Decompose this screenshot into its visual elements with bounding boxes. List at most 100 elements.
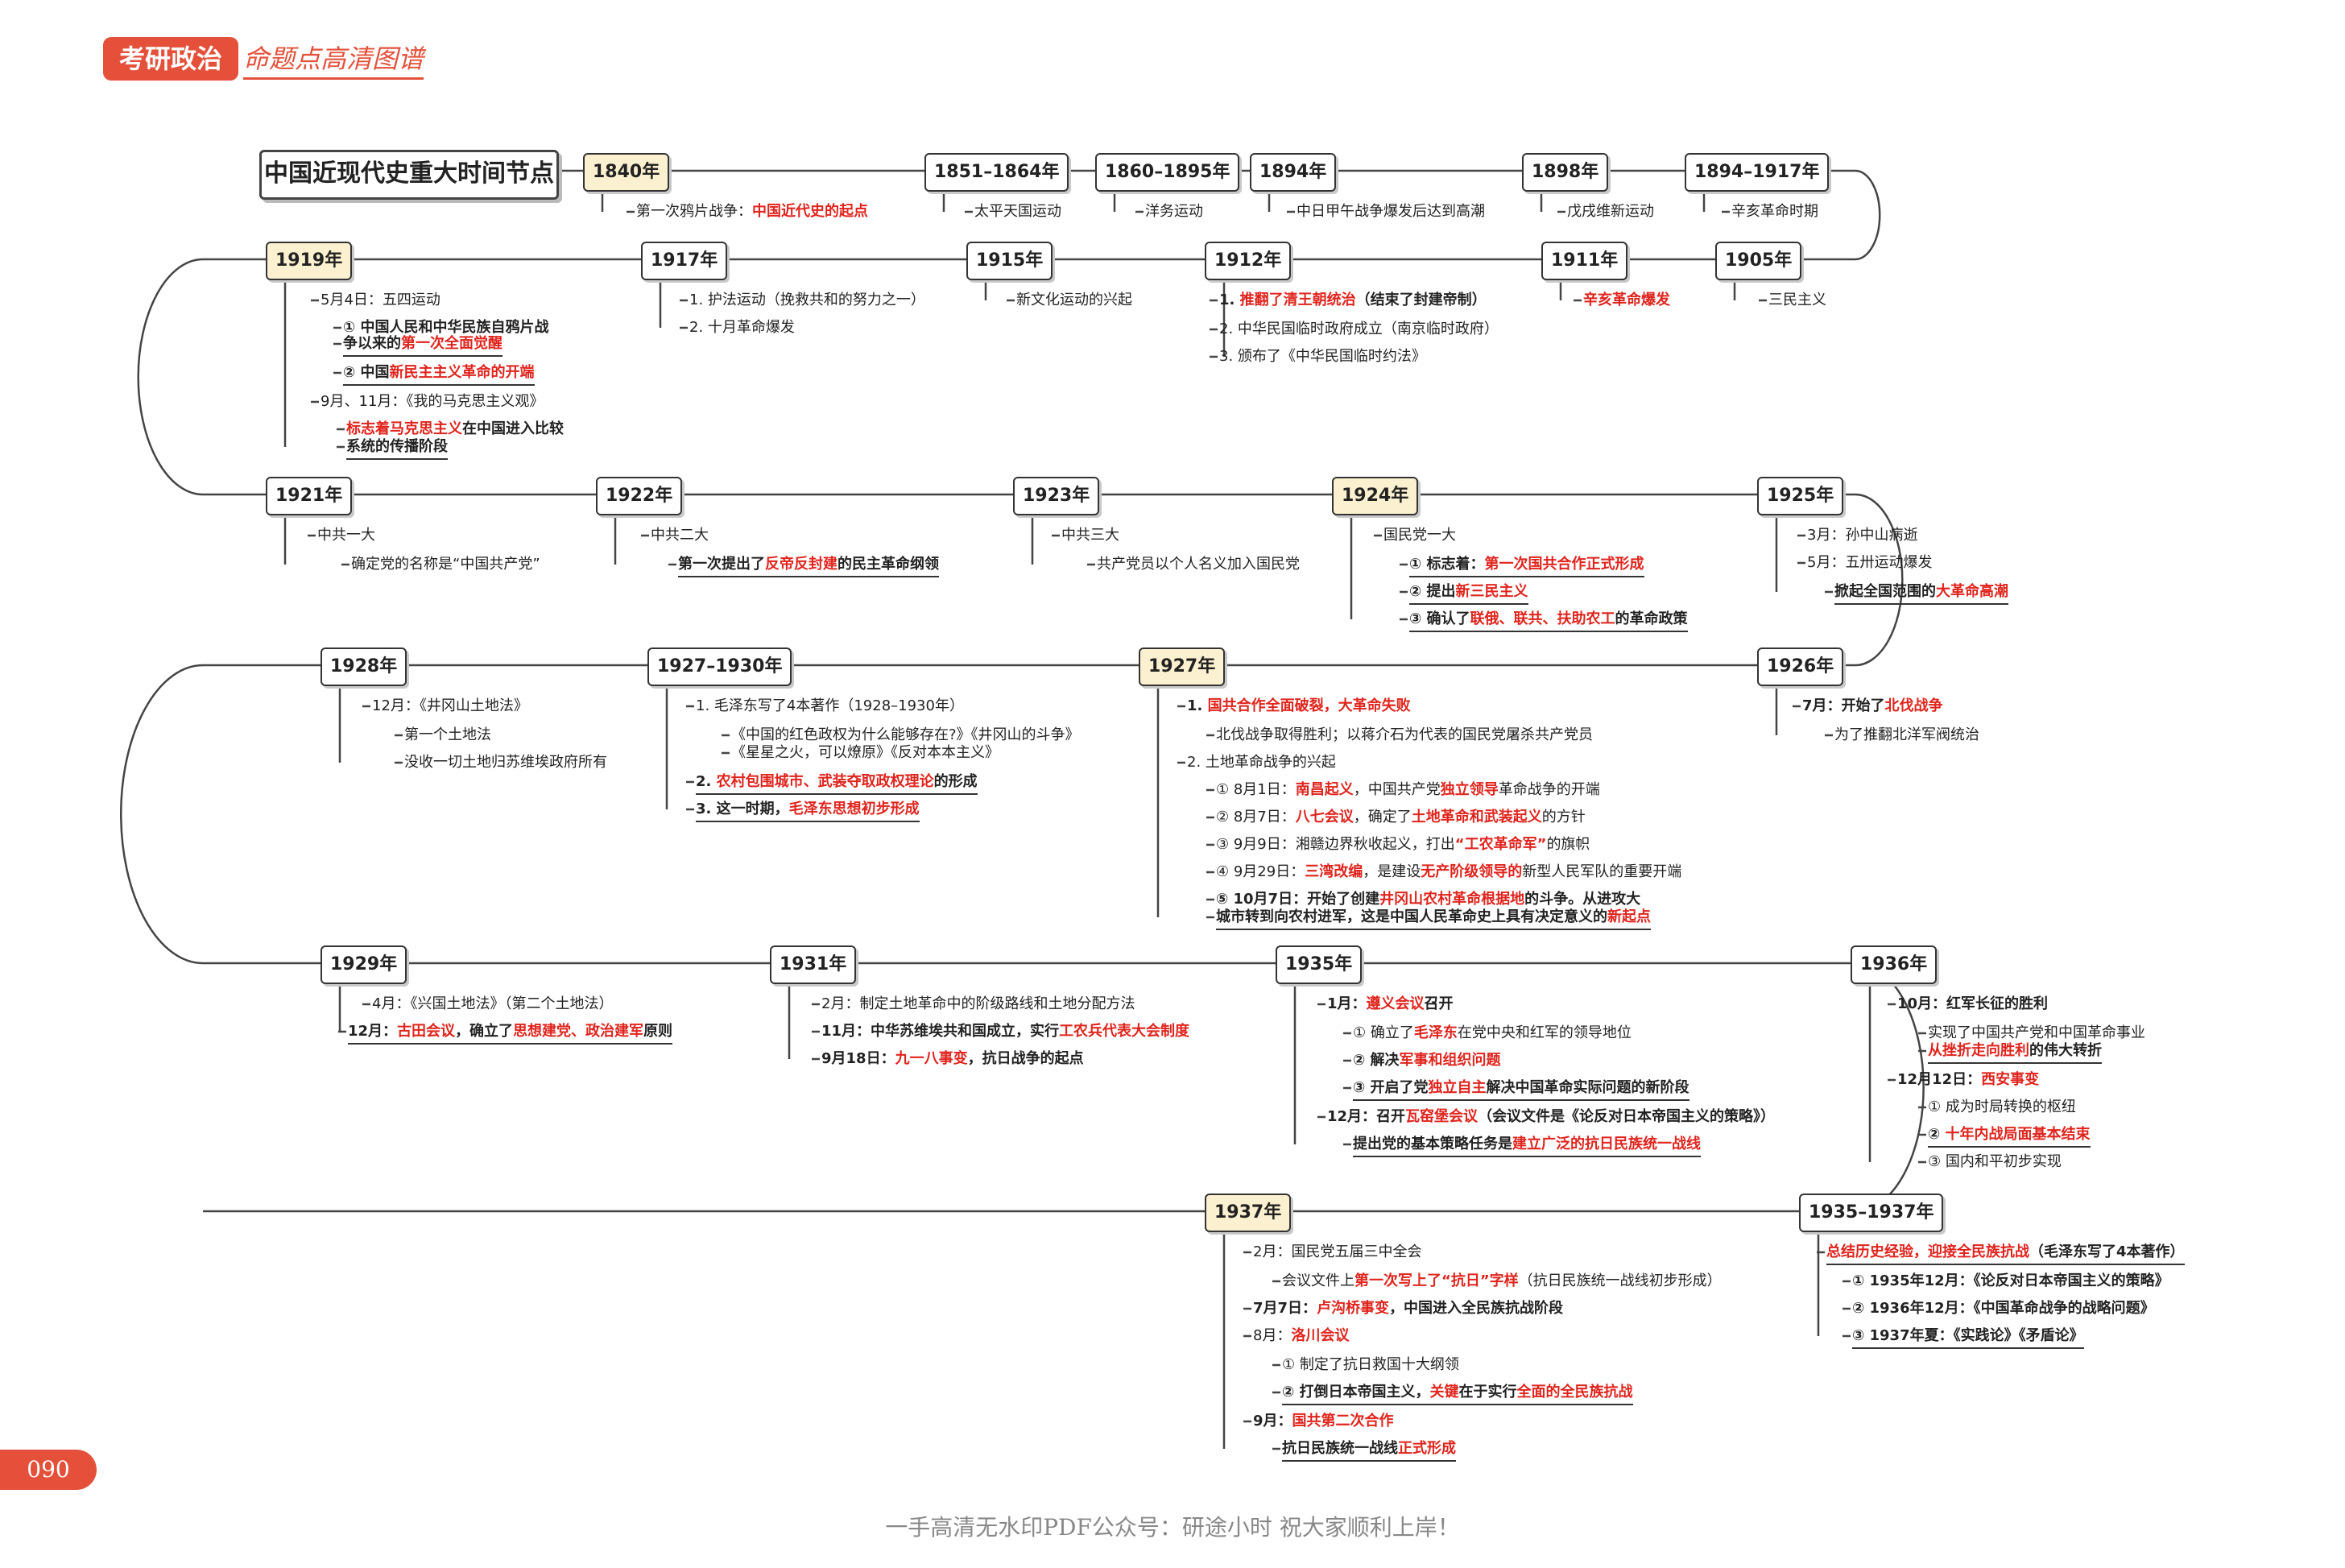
node-detail-line: 确定党的名称是“中国共产党” bbox=[351, 556, 540, 573]
node-detail-line: ③ 9月9日：湘赣边界秋收起义，打出“工农革命军”的旗帜 bbox=[1216, 836, 1590, 853]
node-detail-line: ① 成为时局转换的枢纽 bbox=[1928, 1098, 2076, 1115]
node-detail-line: 12月：《井冈山土地法》 bbox=[372, 697, 528, 714]
subject-badge: 考研政治 bbox=[103, 37, 239, 81]
node-detail-line: 9月：国共第二次合作 bbox=[1253, 1413, 1394, 1429]
node-detail-line: ③ 开启了党独立自主解决中国革命实际问题的新阶段 bbox=[1353, 1079, 1689, 1101]
year-node: 1925年 bbox=[1757, 477, 1844, 515]
node-detail-line: ① 制定了抗日救国十大纲领 bbox=[1282, 1356, 1459, 1373]
node-detail-line: 城市转到向农村进军，这是中国人民革命史上具有决定意义的新起点 bbox=[1216, 908, 1651, 930]
node-detail-line: 提出党的基本策略任务是建立广泛的抗日民族统一战线 bbox=[1353, 1136, 1701, 1157]
node-detail-line: ② 提出新三民主义 bbox=[1409, 583, 1528, 605]
year-node: 1919年 bbox=[266, 242, 353, 280]
node-detail-line: ③ 1937年夏：《实践论》《矛盾论》 bbox=[1852, 1327, 2084, 1349]
node-detail-line: 5月4日：五四运动 bbox=[321, 292, 440, 308]
node-detail-line: 北伐战争取得胜利；以蒋介石为代表的国民党屠杀共产党员 bbox=[1216, 726, 1593, 743]
year-node: 1927年 bbox=[1139, 647, 1226, 686]
node-detail-line: 9月、11月：《我的马克思主义观》 bbox=[321, 393, 544, 410]
node-detail-line: ③ 确认了联俄、联共、扶助农工的革命政策 bbox=[1409, 610, 1688, 632]
node-detail-line: 中共一大 bbox=[317, 527, 375, 544]
node-detail-line: ② 打倒日本帝国主义，关键在于实行全面的全民族抗战 bbox=[1282, 1384, 1633, 1405]
year-node: 1935–1937年 bbox=[1799, 1194, 1944, 1232]
node-detail-line: ① 确立了毛泽东在党中央和红军的领导地位 bbox=[1353, 1024, 1632, 1041]
node-detail-line: 12月：古田会议，确立了思想建党、政治建军原则 bbox=[348, 1023, 673, 1045]
node-detail-line: 标志着马克思主义在中国进入比较 bbox=[346, 420, 564, 437]
node-detail-line: 没收一切土地归苏维埃政府所有 bbox=[404, 754, 607, 771]
node-detail-line: ② 1936年12月：《中国革命战争的战略问题》 bbox=[1852, 1300, 2155, 1317]
year-node: 1928年 bbox=[321, 647, 407, 686]
node-detail-line: 新文化运动的兴起 bbox=[1016, 292, 1132, 308]
page-title: 中国近现代史重大时间节点 bbox=[259, 150, 559, 200]
year-node: 1917年 bbox=[641, 242, 728, 280]
node-detail-line: 戊戌维新运动 bbox=[1567, 203, 1654, 220]
node-detail-line: 总结历史经验，迎接全民族抗战（毛泽东写了4本著作） bbox=[1826, 1243, 2185, 1265]
node-detail-line: 中共二大 bbox=[651, 527, 709, 544]
node-detail-line: 实现了中国共产党和中国革命事业 bbox=[1928, 1024, 2145, 1041]
turn-left-1 bbox=[137, 258, 204, 496]
node-detail-line: 8月：洛川会议 bbox=[1253, 1327, 1350, 1344]
year-node: 1898年 bbox=[1522, 153, 1609, 192]
node-detail-line: 7月：开始了北伐战争 bbox=[1802, 697, 1943, 714]
year-node: 1927–1930年 bbox=[647, 647, 792, 686]
node-detail-line: ① 8月1日：南昌起义，中国共产党独立领导革命战争的开端 bbox=[1216, 781, 1600, 798]
node-detail-line: 三民主义 bbox=[1768, 292, 1826, 308]
node-detail-line: 12月：召开瓦窑堡会议（会议文件是《论反对日本帝国主义的策略》） bbox=[1327, 1108, 1776, 1125]
node-detail-line: ② 中国新民主主义革命的开端 bbox=[343, 364, 535, 386]
year-node: 1894–1917年 bbox=[1685, 153, 1830, 192]
node-detail-line: 9月18日：九一八事变，抗日战争的起点 bbox=[821, 1050, 1084, 1067]
node-detail-line: 会议文件上第一次写上了“抗日”字样（抗日民族统一战线初步形成） bbox=[1282, 1272, 1722, 1289]
turn-left-3 bbox=[120, 664, 204, 965]
node-detail-line: 1. 推翻了清王朝统治（结束了封建帝制） bbox=[1219, 292, 1487, 308]
node-detail-line: 3. 颁布了《中华民国临时约法》 bbox=[1219, 348, 1426, 365]
node-detail-line: ① 中国人民和中华民族自鸦片战 bbox=[343, 319, 549, 336]
year-node: 1937年 bbox=[1205, 1194, 1292, 1232]
node-detail-line: 共产党员以个人名义加入国民党 bbox=[1097, 556, 1300, 573]
turn-right-2 bbox=[1855, 493, 1904, 667]
node-detail-line: 3月：孙中山病逝 bbox=[1807, 527, 1918, 544]
node-detail-line: 中共三大 bbox=[1061, 527, 1119, 544]
node-detail-line: 2月：制定土地革命中的阶级路线和土地分配方法 bbox=[821, 995, 1135, 1012]
year-node: 1860–1895年 bbox=[1095, 153, 1240, 192]
node-detail-line: ① 标志着：第一次国共合作正式形成 bbox=[1409, 556, 1644, 577]
node-detail-line: ① 1935年12月：《论反对日本帝国主义的策略》 bbox=[1852, 1272, 2169, 1289]
year-node: 1935年 bbox=[1276, 945, 1363, 984]
series-subtitle: 命题点高清图谱 bbox=[243, 40, 424, 80]
node-detail-line: 太平天国运动 bbox=[974, 203, 1061, 220]
year-node: 1936年 bbox=[1851, 945, 1938, 984]
year-node: 1851–1864年 bbox=[924, 153, 1069, 192]
node-detail-line: 中日甲午战争爆发后达到高潮 bbox=[1297, 203, 1485, 220]
node-detail-line: 争以来的第一次全面觉醒 bbox=[343, 335, 502, 357]
node-detail-line: 第一个土地法 bbox=[404, 726, 491, 743]
node-detail-line: 从挫折走向胜利的伟大转折 bbox=[1928, 1042, 2102, 1064]
node-detail-line: 系统的传播阶段 bbox=[346, 438, 448, 460]
node-detail-line: 3. 这一时期，毛泽东思想初步形成 bbox=[696, 801, 920, 822]
year-node: 1894年 bbox=[1250, 153, 1337, 192]
node-detail-line: 4月：《兴国土地法》（第二个土地法） bbox=[372, 995, 614, 1012]
node-detail-line: 《星星之火，可以燎原》《反对本本主义》 bbox=[731, 744, 999, 761]
year-node: 1926年 bbox=[1757, 647, 1844, 686]
node-detail-line: 1. 毛泽东写了4本著作（1928–1930年） bbox=[696, 697, 964, 714]
node-detail-line: 第一次鸦片战争：中国近代史的起点 bbox=[636, 203, 868, 220]
node-detail-line: 1月：遵义会议召开 bbox=[1327, 995, 1454, 1012]
node-detail-line: 辛亥革命时期 bbox=[1731, 203, 1818, 220]
node-detail-line: 2. 农村包围城市、武装夺取政权理论的形成 bbox=[696, 773, 978, 795]
node-detail-line: ② 十年内战局面基本结束 bbox=[1928, 1126, 2091, 1148]
node-detail-line: ③ 国内和平初步实现 bbox=[1928, 1153, 2062, 1170]
node-detail-line: 第一次提出了反帝反封建的民主革命纲领 bbox=[678, 556, 939, 577]
node-detail-line: 1. 国共合作全面破裂，大革命失败 bbox=[1187, 697, 1411, 714]
turn-right-0 bbox=[1855, 169, 1881, 261]
node-detail-line: 12月12日：西安事变 bbox=[1897, 1071, 2040, 1088]
node-detail-line: 10月：红军长征的胜利 bbox=[1897, 995, 2049, 1012]
node-detail-line: 为了推翻北洋军阀统治 bbox=[1834, 726, 1979, 743]
node-detail-line: 抗日民族统一战线正式形成 bbox=[1282, 1440, 1456, 1462]
year-node: 1911年 bbox=[1541, 242, 1628, 280]
node-detail-line: ④ 9月29日：三湾改编，是建设无产阶级领导的新型人民军队的重要开端 bbox=[1216, 863, 1682, 880]
year-node: 1929年 bbox=[321, 945, 407, 984]
node-detail-line: 11月：中华苏维埃共和国成立，实行工农兵代表大会制度 bbox=[821, 1023, 1190, 1040]
year-node: 1931年 bbox=[770, 945, 857, 984]
node-detail-line: 掀起全国范围的大革命高潮 bbox=[1834, 583, 2008, 605]
node-detail-line: 国民党一大 bbox=[1383, 527, 1456, 544]
node-detail-line: 《中国的红色政权为什么能够存在?》《井冈山的斗争》 bbox=[731, 726, 1080, 743]
node-detail-line: 2月：国民党五届三中全会 bbox=[1253, 1243, 1422, 1260]
year-node: 1915年 bbox=[966, 242, 1053, 280]
year-node: 1924年 bbox=[1332, 477, 1419, 515]
